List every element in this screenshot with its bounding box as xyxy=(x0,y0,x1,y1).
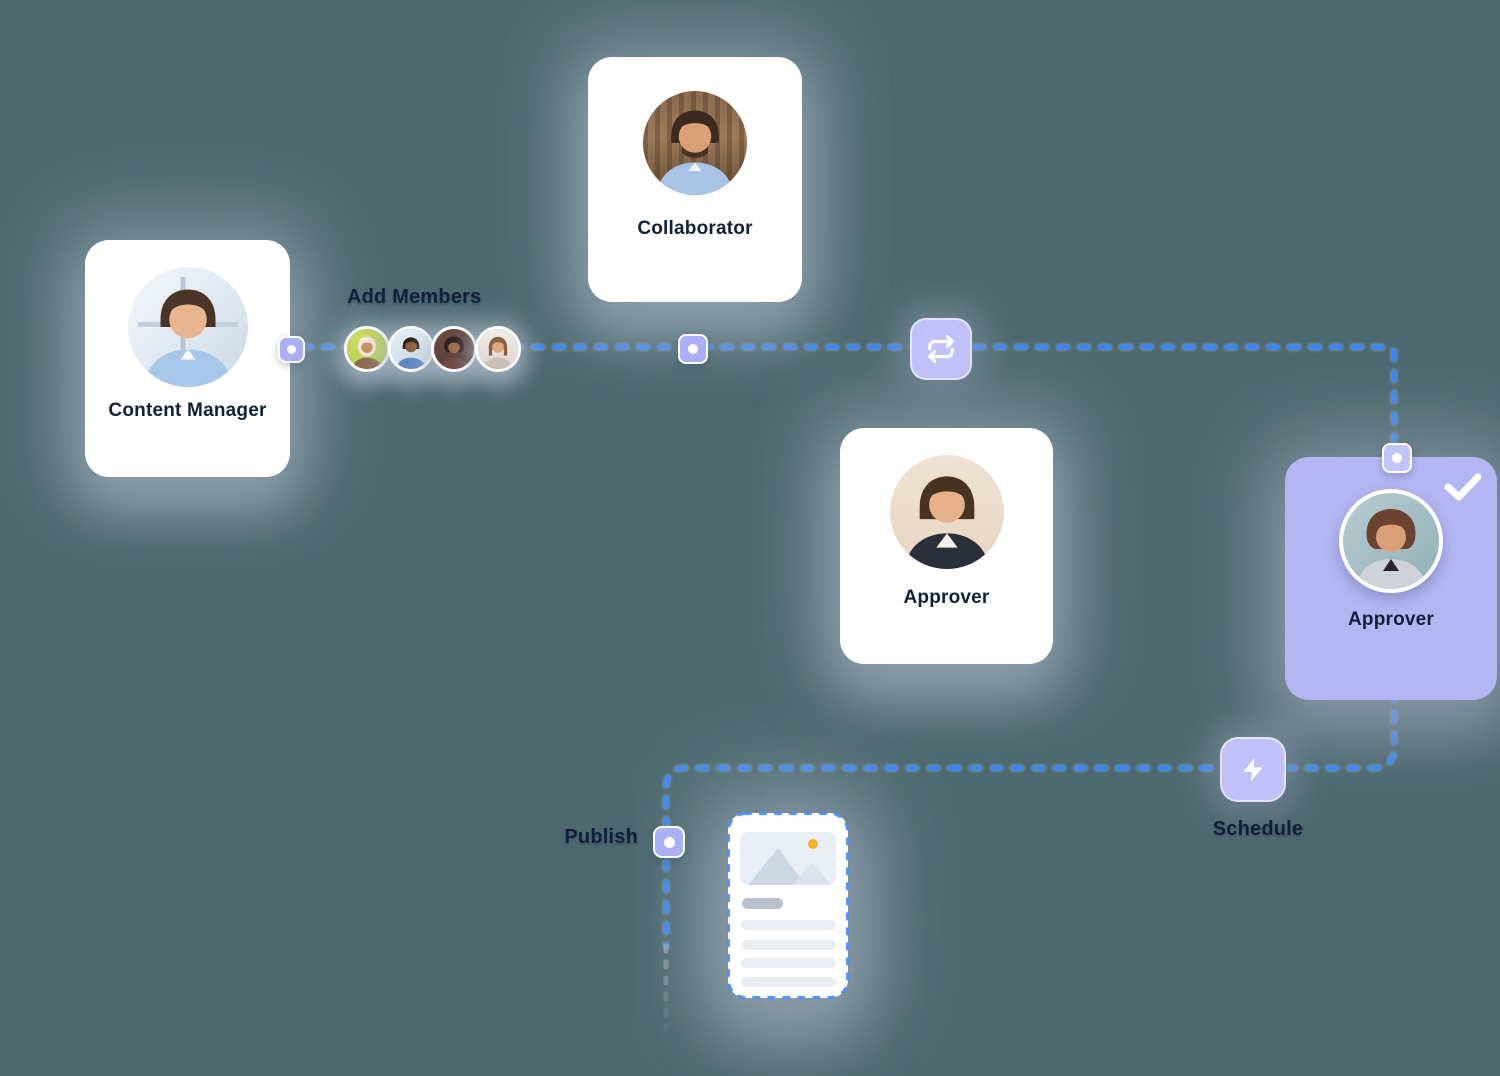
person-photo-icon xyxy=(656,110,734,195)
node-dot xyxy=(663,836,675,848)
member-avatar-woman-in-hijab[interactable] xyxy=(344,326,390,372)
person-photo-icon xyxy=(1355,509,1427,589)
schedule-action-tile[interactable] xyxy=(1220,737,1286,802)
member-avatar-woman-dark-hair[interactable] xyxy=(431,326,477,372)
card-approver-pending[interactable]: Approver xyxy=(840,428,1053,664)
publish-label: Publish xyxy=(564,826,638,848)
article-text-line xyxy=(741,958,836,968)
approver-approved-photo xyxy=(1339,489,1443,593)
member-avatar-woman-brown-hair[interactable] xyxy=(475,326,521,372)
image-placeholder-icon xyxy=(748,839,832,885)
person-photo-icon xyxy=(137,277,238,387)
sync-action-tile[interactable] xyxy=(910,318,972,380)
schedule-label: Schedule xyxy=(1212,818,1304,840)
content-manager-photo xyxy=(127,267,248,387)
article-thumbnail-placeholder xyxy=(740,832,836,885)
add-members-label: Add Members xyxy=(347,286,482,308)
card-collaborator[interactable]: Collaborator xyxy=(588,57,802,302)
collaborator-photo xyxy=(643,91,747,195)
connector-node-publish[interactable] xyxy=(653,826,685,858)
approver-approved-label: Approver xyxy=(1347,609,1435,630)
node-dot xyxy=(688,344,698,354)
collaborator-label: Collaborator xyxy=(637,218,753,239)
node-dot xyxy=(287,345,296,354)
approver-pending-photo xyxy=(889,455,1004,569)
connector-node-approver[interactable] xyxy=(1382,443,1412,473)
approver-pending-label: Approver xyxy=(903,587,990,608)
article-text-line xyxy=(741,940,836,950)
article-text-line xyxy=(741,977,836,987)
person-photo-icon xyxy=(903,476,990,569)
article-text-line xyxy=(741,920,836,930)
member-avatar-man-blue-shirt[interactable] xyxy=(388,326,434,372)
checkmark-icon xyxy=(1444,473,1482,501)
node-dot xyxy=(1392,453,1402,463)
sun-dot-icon xyxy=(808,839,818,849)
connector-node-collaborator[interactable] xyxy=(678,334,708,364)
card-approver-approved[interactable]: Approver xyxy=(1285,457,1497,700)
card-content-manager[interactable]: Content Manager xyxy=(85,240,290,477)
sync-repeat-icon xyxy=(928,334,954,364)
content-manager-label: Content Manager xyxy=(108,400,267,421)
published-article-card[interactable] xyxy=(728,813,848,998)
lightning-bolt-icon xyxy=(1243,757,1263,782)
connector-node-content-manager[interactable] xyxy=(278,336,305,363)
article-title-bar xyxy=(742,898,783,909)
